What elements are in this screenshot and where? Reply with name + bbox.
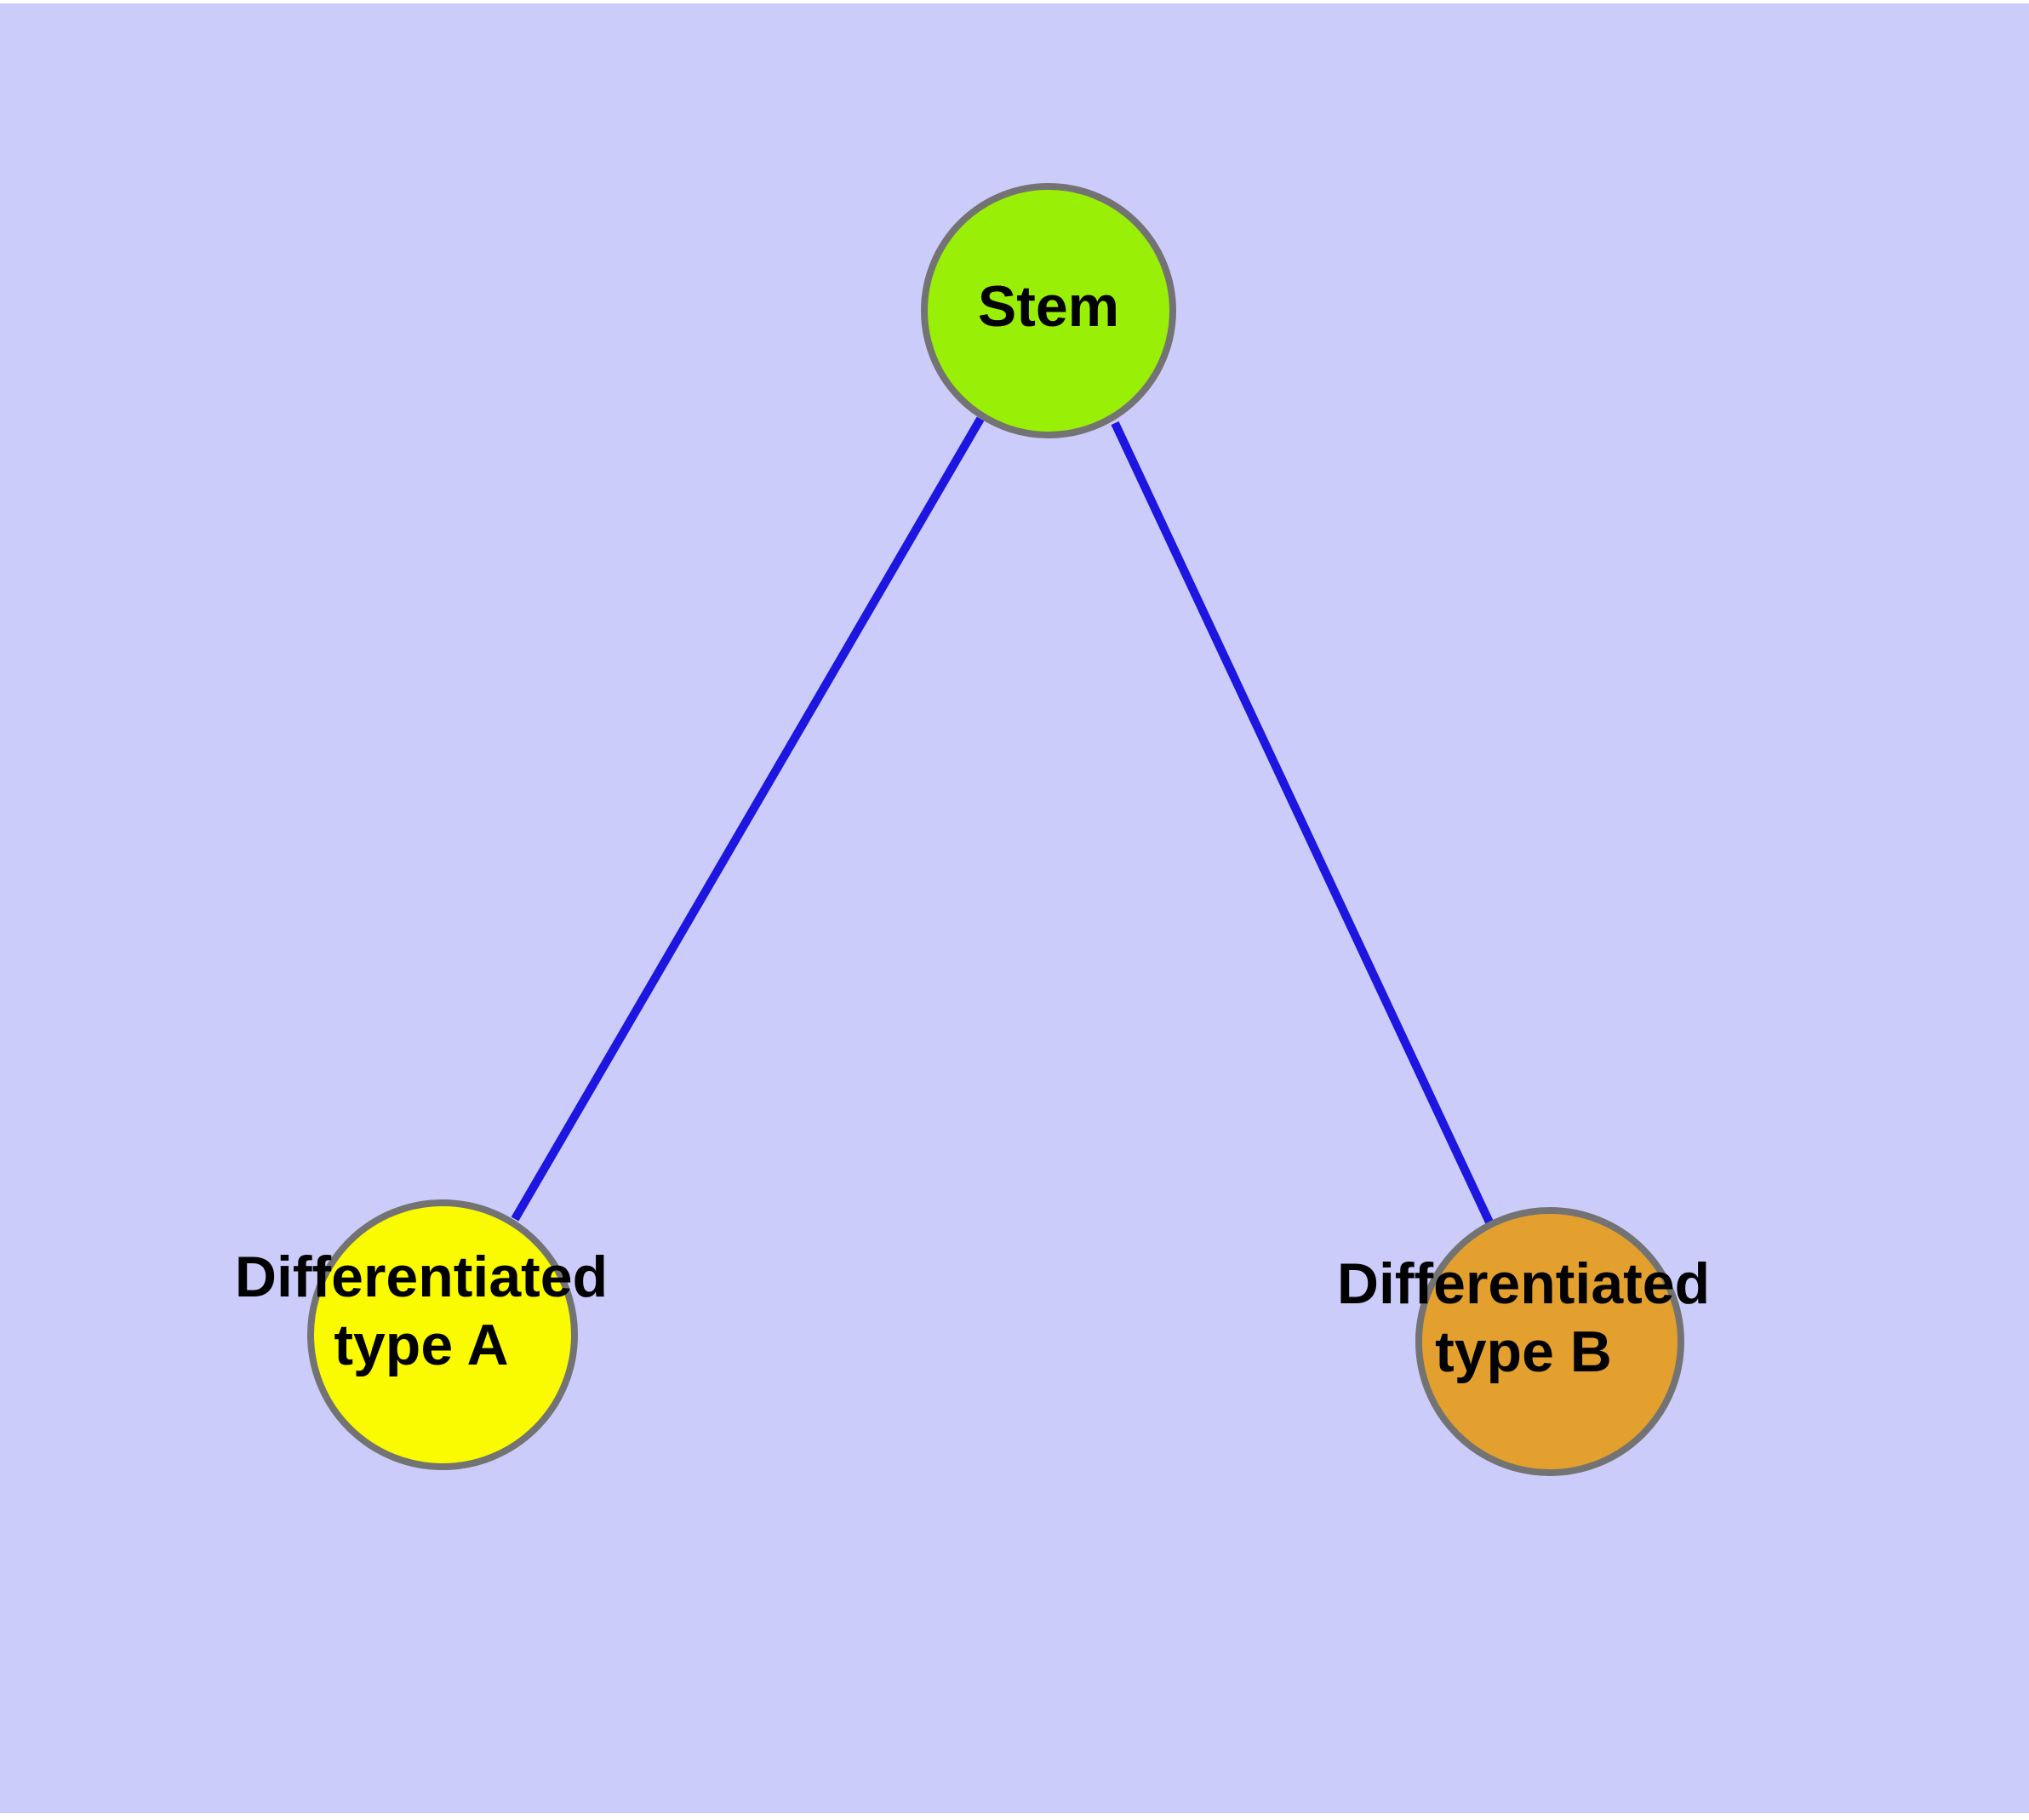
node-label-line: type B (1435, 1319, 1612, 1384)
node-label-line: type A (334, 1313, 508, 1377)
node-label-line: Differentiated (235, 1245, 608, 1309)
node-label-line: Differentiated (1337, 1251, 1710, 1316)
graph-node-stem[interactable] (921, 183, 1176, 438)
graph-edge-stem-to-diff-a[interactable] (511, 416, 985, 1222)
graph-node-diff-a[interactable] (307, 1199, 578, 1470)
edges-layer (511, 416, 1495, 1228)
graph-node-diff-b[interactable] (1415, 1207, 1684, 1476)
nodes-layer (307, 183, 1684, 1476)
node-label-line: Stem (978, 274, 1119, 339)
graph-edge-stem-to-diff-b[interactable] (1111, 421, 1495, 1228)
node-label-stem: Stem (978, 274, 1119, 339)
